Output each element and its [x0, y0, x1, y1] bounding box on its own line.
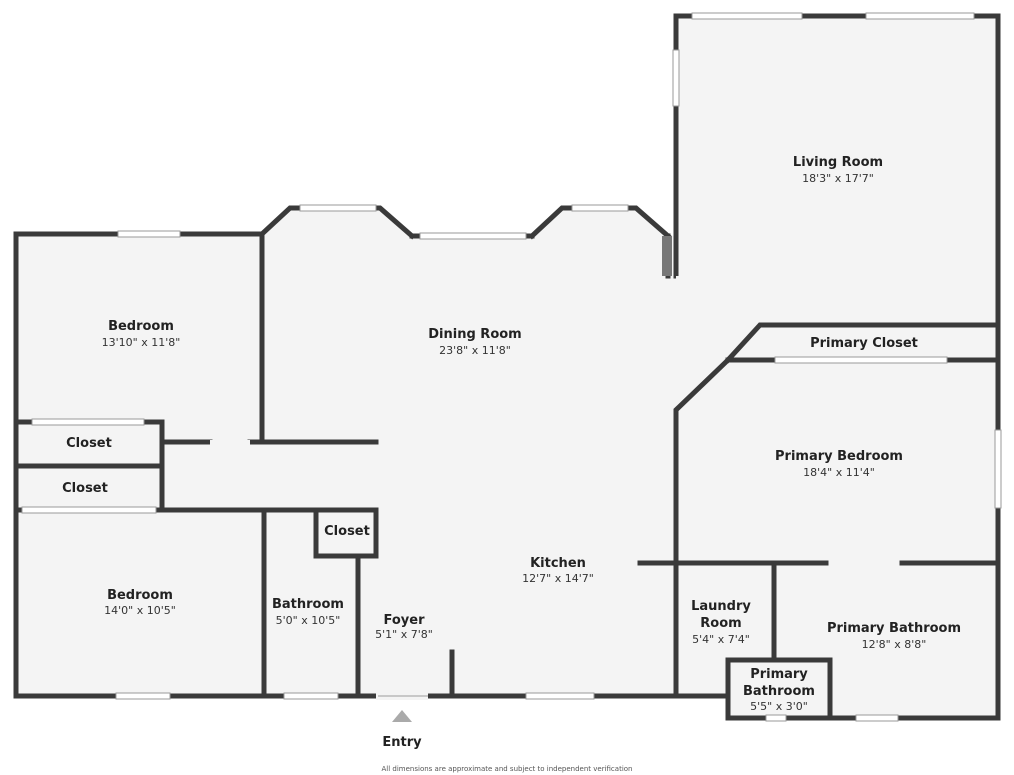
bedroom-2-dims: 14'0" x 10'5": [104, 604, 176, 617]
primary-bedroom-name: Primary Bedroom: [775, 449, 903, 464]
foyer-name: Foyer: [384, 613, 426, 628]
entry-label: Entry: [382, 735, 422, 750]
primary-bathroom-dims: 12'8" x 8'8": [862, 638, 927, 651]
room-labels: Living Room 18'3" x 17'7" Dining Room 23…: [62, 155, 961, 773]
dining-room-name: Dining Room: [428, 327, 521, 342]
closet-2-name: Closet: [62, 481, 108, 496]
laundry-room-name-line2: Room: [700, 616, 741, 631]
kitchen-name: Kitchen: [530, 556, 586, 571]
entry-arrow-icon: [392, 710, 412, 722]
bedroom-1-dims: 13'10" x 11'8": [102, 336, 181, 349]
bathroom-name: Bathroom: [272, 597, 344, 612]
primary-bathroom-small-dims: 5'5" x 3'0": [750, 700, 808, 713]
primary-bathroom-small-name-line2: Bathroom: [743, 684, 815, 699]
bedroom-1-name: Bedroom: [108, 319, 174, 334]
primary-bathroom-small-name-line1: Primary: [750, 667, 808, 682]
closet-3-name: Closet: [324, 524, 370, 539]
windows: [21, 12, 1002, 722]
primary-bedroom-dims: 18'4" x 11'4": [803, 466, 875, 479]
primary-bathroom-name: Primary Bathroom: [827, 621, 961, 636]
living-room-dims: 18'3" x 17'7": [802, 172, 874, 185]
fireplace-block: [662, 236, 672, 276]
laundry-room-name-line1: Laundry: [691, 599, 751, 614]
living-room-name: Living Room: [793, 155, 883, 170]
disclaimer-text: All dimensions are approximate and subje…: [382, 765, 633, 773]
foyer-dims: 5'1" x 7'8": [375, 628, 433, 641]
primary-closet-name: Primary Closet: [810, 336, 918, 351]
bedroom-2-name: Bedroom: [107, 588, 173, 603]
laundry-room-dims: 5'4" x 7'4": [692, 633, 750, 646]
closet-1-name: Closet: [66, 436, 112, 451]
bathroom-dims: 5'0" x 10'5": [276, 614, 341, 627]
kitchen-dims: 12'7" x 14'7": [522, 572, 594, 585]
floor-area: [16, 16, 998, 720]
dining-room-dims: 23'8" x 11'8": [439, 344, 511, 357]
